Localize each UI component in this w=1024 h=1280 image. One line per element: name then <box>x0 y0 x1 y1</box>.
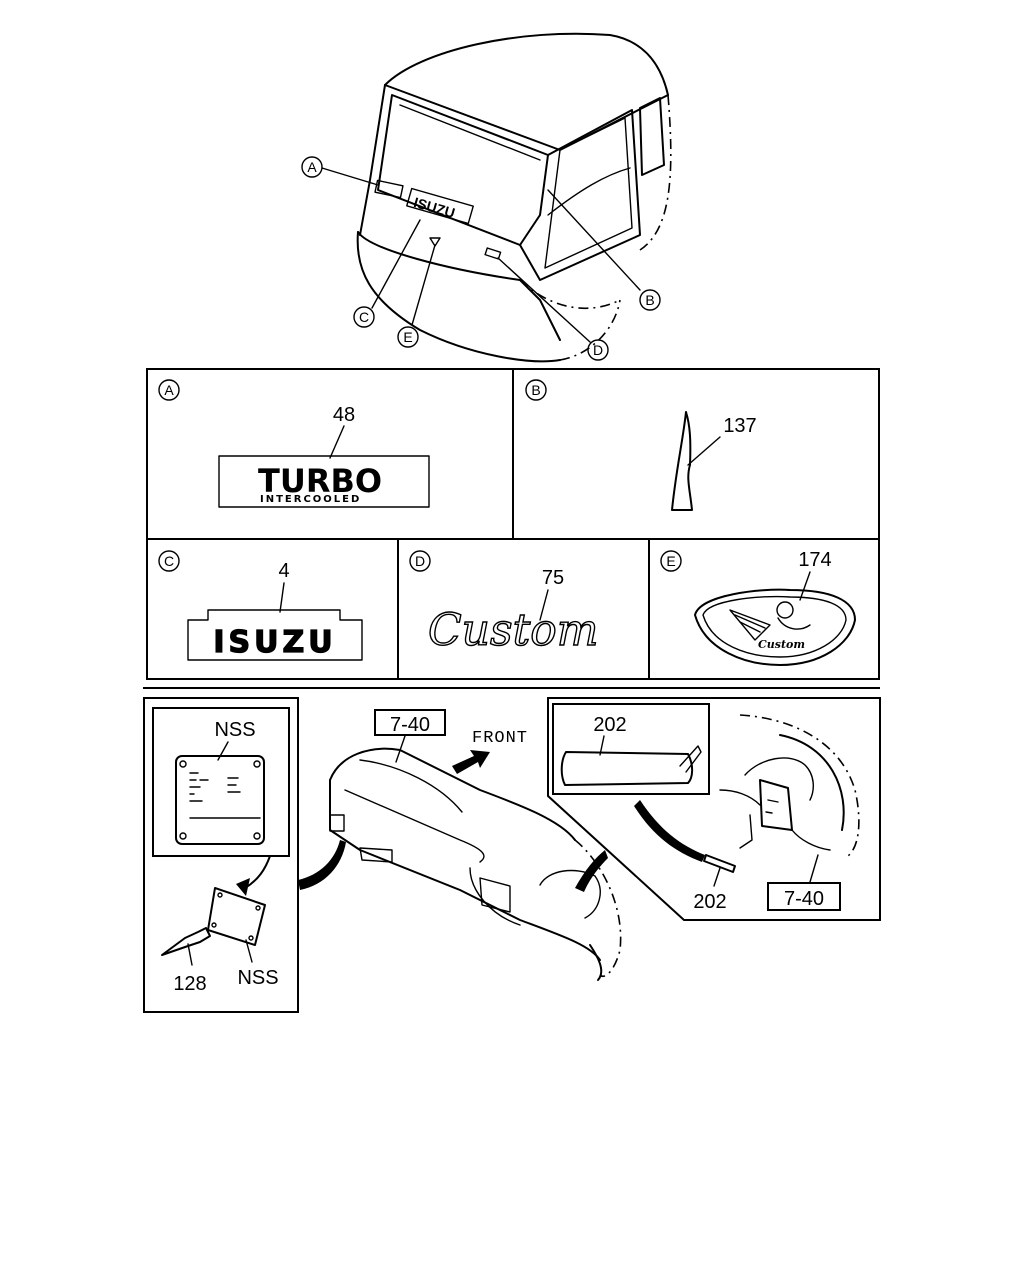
detail-grid <box>146 368 880 680</box>
turbo-text: TURBO <box>258 462 382 500</box>
front-indicator: FRONT <box>452 729 528 774</box>
svg-text:D: D <box>415 553 425 569</box>
nss-label-bottom: NSS <box>237 967 278 989</box>
emblem-custom-text: Custom <box>758 638 805 651</box>
callout-b: B <box>639 289 661 311</box>
label-202-panel: 202 202 7-40 <box>547 697 881 921</box>
svg-text:B: B <box>645 292 654 308</box>
svg-text:ISUZU: ISUZU <box>412 194 457 221</box>
svg-text:D: D <box>593 342 603 358</box>
pointer-arrow-left <box>298 840 346 890</box>
callout-d: D <box>587 339 609 361</box>
callout-a: A <box>301 156 323 178</box>
intercooled-text: INTERCOOLED <box>260 494 361 505</box>
part-number-174: 174 <box>798 549 831 571</box>
svg-text:C: C <box>359 309 369 325</box>
svg-text:B: B <box>531 382 540 398</box>
front-label: FRONT <box>472 729 528 748</box>
part-number-128: 128 <box>173 973 206 995</box>
isuzu-text: ISUZU <box>213 625 336 660</box>
callout-c: C <box>353 306 375 328</box>
svg-text:E: E <box>403 329 412 345</box>
front-arrow-icon <box>452 750 490 774</box>
panel-a: A 48 TURBO INTERCOOLED <box>158 379 430 508</box>
truck-cab-illustration: ISUZU <box>321 32 672 363</box>
svg-text:A: A <box>164 382 174 398</box>
ref-7-40-top: 7-40 <box>390 714 430 736</box>
panel-d: D 75 Custom <box>409 550 599 657</box>
part-number-75: 75 <box>542 567 564 589</box>
panel-b: B 137 <box>525 379 757 511</box>
custom-script-text: Custom <box>428 605 598 656</box>
part-number-202-bottom: 202 <box>693 891 726 913</box>
bird-icon <box>729 601 811 641</box>
nss-panel: NSS 128 NSS <box>143 697 299 1013</box>
callout-e: E <box>397 326 419 348</box>
part-number-137: 137 <box>723 415 756 437</box>
part-number-48: 48 <box>333 404 355 426</box>
svg-text:A: A <box>307 159 317 175</box>
svg-text:C: C <box>164 553 174 569</box>
nss-label-top: NSS <box>214 719 255 741</box>
dashboard-illustration: 7-40 <box>329 709 622 981</box>
svg-text:E: E <box>666 553 675 569</box>
panel-c: C 4 ISUZU <box>158 550 363 661</box>
panel-e: E 174 Custom <box>660 549 856 666</box>
part-number-4: 4 <box>278 560 289 582</box>
part-number-202-top: 202 <box>593 714 626 736</box>
ref-7-40-bottom: 7-40 <box>784 888 824 910</box>
